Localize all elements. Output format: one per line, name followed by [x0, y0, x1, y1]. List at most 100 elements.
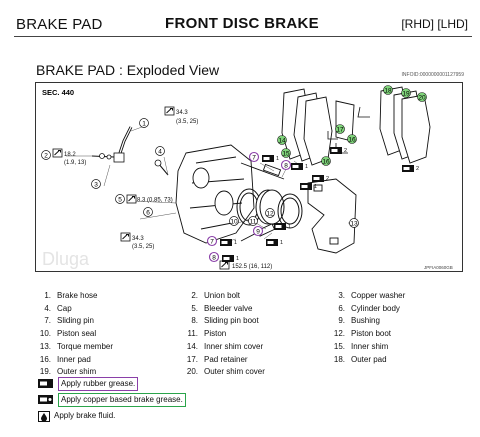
- torque-value-4b: (3.5, 25): [132, 244, 154, 250]
- header-drive-variants[interactable]: [RHD] [LHD]: [401, 17, 468, 31]
- svg-text:2: 2: [44, 152, 48, 159]
- part-label: Union bolt: [204, 291, 241, 300]
- grease-mark-icon: [300, 183, 312, 190]
- part-number: 20.: [186, 367, 198, 377]
- header-chapter-title: FRONT DISC BRAKE: [165, 15, 319, 32]
- svg-text:11: 11: [250, 218, 257, 225]
- part-number: 7.: [44, 316, 51, 326]
- callout-8-lower: 8: [208, 251, 220, 263]
- svg-text:1: 1: [142, 120, 146, 127]
- brake-fluid-icon: [38, 411, 50, 422]
- svg-text:12: 12: [266, 210, 274, 217]
- torque-wrench-icon-4: [120, 232, 131, 242]
- callout-19: 19: [401, 88, 411, 98]
- callout-16-right: 16: [347, 134, 357, 144]
- callout-11: 11: [248, 216, 258, 226]
- part-label: Bleeder valve: [204, 303, 253, 313]
- part-label: Outer pad: [351, 354, 387, 364]
- svg-text:18: 18: [384, 87, 392, 94]
- callout-10: 10: [229, 216, 239, 226]
- callout-1: 1: [139, 118, 149, 128]
- part-label: Outer shim: [57, 367, 97, 377]
- torque-value-2b: (1.9, 13): [64, 160, 86, 166]
- part-label: Outer shim cover: [204, 367, 265, 377]
- part-number: 11.: [187, 329, 198, 339]
- svg-text:2: 2: [326, 176, 329, 182]
- svg-text:8: 8: [284, 162, 288, 169]
- svg-text:16: 16: [322, 158, 330, 165]
- copper-grease-label: Apply copper based brake grease.: [58, 393, 186, 407]
- page-header: BRAKE PAD FRONT DISC BRAKE [RHD] [LHD]: [0, 0, 480, 38]
- figure-code: JPFIA0060GB: [424, 265, 453, 270]
- part-number: 3.: [338, 291, 345, 300]
- callout-8: 8: [280, 159, 292, 171]
- svg-text:1: 1: [234, 240, 237, 246]
- part-label: Brake hose: [57, 291, 98, 300]
- grease-mark-icon: [274, 223, 286, 230]
- callout-12: 12: [265, 208, 275, 218]
- callout-6: 6: [143, 207, 153, 217]
- pad-shim-shapes: [281, 86, 431, 166]
- exploded-view-figure: SEC. 440 Dluga: [35, 82, 463, 272]
- grease-mark-icon: [312, 175, 324, 182]
- svg-text:3: 3: [94, 181, 98, 188]
- svg-text:2: 2: [416, 166, 419, 172]
- torque-value-4: 34.3: [132, 236, 144, 242]
- bleeder-valve-shape: [154, 159, 169, 176]
- svg-text:6: 6: [146, 209, 150, 216]
- torque-value-5: 152.5 (16, 112): [232, 264, 272, 270]
- callout-16: 16: [321, 156, 331, 166]
- callout-2: 2: [41, 150, 51, 160]
- callout-5: 5: [115, 194, 125, 204]
- part-label: Sliding pin boot: [204, 316, 259, 326]
- part-number: 13.: [39, 341, 51, 351]
- torque-wrench-icon-5: [219, 260, 230, 270]
- svg-text:1: 1: [276, 156, 279, 162]
- part-label: Inner shim cover: [204, 341, 264, 351]
- svg-text:5: 5: [118, 196, 122, 203]
- part-number: 2.: [191, 291, 198, 300]
- info-id: INFOID:0000000001127959: [401, 72, 464, 78]
- callout-9: 9: [252, 225, 264, 237]
- part-number: 9.: [338, 316, 345, 326]
- svg-text:14: 14: [278, 137, 286, 144]
- part-number: 12.: [333, 329, 345, 339]
- callout-20: 20: [417, 92, 427, 102]
- callout-7-lower: 7: [206, 235, 218, 247]
- part-label: Piston boot: [351, 329, 392, 339]
- callout-17: 17: [335, 124, 345, 134]
- svg-text:20: 20: [418, 94, 426, 101]
- part-label: Cap: [57, 303, 72, 313]
- grease-mark-icon: [262, 155, 274, 162]
- part-label: Copper washer: [351, 291, 406, 300]
- callout-18: 18: [383, 85, 393, 95]
- svg-text:7: 7: [252, 154, 256, 161]
- part-number: 5.: [191, 303, 198, 313]
- svg-text:1: 1: [314, 184, 317, 190]
- part-label: Piston: [204, 329, 227, 339]
- part-number: 10.: [39, 329, 51, 339]
- part-label: Inner pad: [57, 354, 91, 364]
- part-number: 19.: [39, 367, 51, 377]
- part-label: Sliding pin: [57, 316, 94, 326]
- rubber-grease-label: Apply rubber grease.: [58, 377, 139, 391]
- copper-grease-icon: [38, 395, 53, 404]
- callout-4: 4: [155, 146, 165, 156]
- part-number: 8.: [191, 316, 198, 326]
- torque-value-3: 8.3 (0.85, 73): [137, 198, 173, 204]
- svg-text:15: 15: [282, 150, 290, 157]
- cylinder-body-shape: [175, 144, 255, 244]
- torque-value-1b: (3.5, 25): [176, 119, 198, 125]
- grease-mark-icon: [330, 147, 342, 154]
- grease-mark-icon: [266, 239, 278, 246]
- part-label: Inner shim: [351, 341, 389, 351]
- part-label: Cylinder body: [351, 303, 400, 313]
- union-bolt-shape: [91, 153, 115, 160]
- callout-3: 3: [91, 179, 101, 189]
- svg-text:19: 19: [402, 90, 410, 97]
- part-number: 1.: [44, 291, 51, 300]
- svg-text:8: 8: [212, 254, 216, 261]
- svg-text:2: 2: [344, 148, 347, 154]
- callout-13: 13: [349, 218, 359, 228]
- torque-value-2: 18.2: [64, 152, 76, 158]
